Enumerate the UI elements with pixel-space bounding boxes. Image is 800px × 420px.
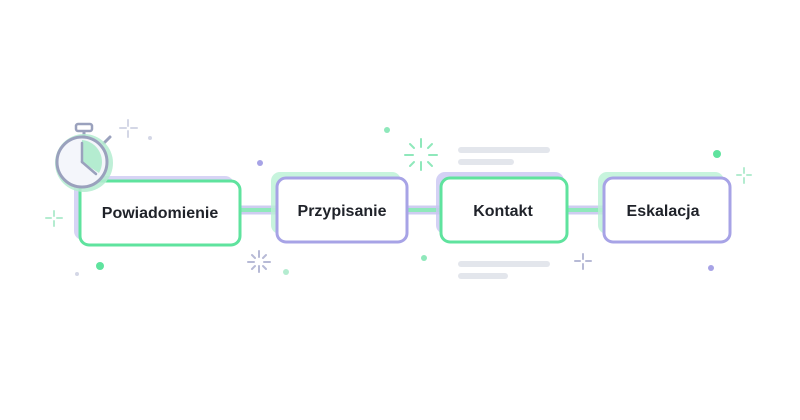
sparkle-icon: [247, 250, 271, 273]
step-node-3: Kontakt: [436, 172, 569, 244]
sparkle-icon: [574, 253, 592, 270]
sparkle-icon: [119, 119, 138, 138]
stopwatch-icon: [55, 122, 113, 192]
step-label-1: Powiadomienie: [102, 205, 219, 222]
step-node-2: Przypisanie: [271, 172, 409, 244]
sparkle-icon: [45, 210, 63, 227]
sparkle-icon: [404, 138, 438, 171]
sparkle-icon: [736, 167, 752, 184]
step-label-3: Kontakt: [473, 203, 533, 220]
step-label-2: Przypisanie: [298, 203, 387, 220]
placeholder-lines-bottom: [458, 261, 550, 279]
step-node-1: Powiadomienie: [74, 176, 242, 247]
step-label-4: Eskalacja: [627, 203, 700, 220]
placeholder-lines-top: [458, 147, 550, 165]
dot-decoration: [75, 127, 721, 276]
step-node-4: Eskalacja: [598, 172, 732, 244]
